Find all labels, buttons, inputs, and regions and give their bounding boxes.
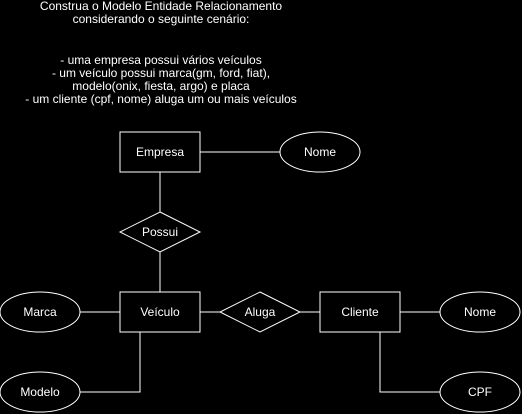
entity-empresa-label: Empresa bbox=[136, 145, 184, 159]
relationship-aluga-label: Aluga bbox=[245, 305, 276, 319]
scenario-text: Construa o Modelo Entidade Relacionament… bbox=[0, 0, 322, 106]
attribute-cliente-nome[interactable]: Nome bbox=[439, 291, 521, 333]
entity-veiculo[interactable]: Veículo bbox=[119, 291, 201, 333]
entity-veiculo-label: Veículo bbox=[140, 305, 180, 319]
scenario-bullet: modelo(onix, fiesta, argo) e placa bbox=[72, 79, 250, 93]
attribute-cpf[interactable]: CPF bbox=[439, 371, 521, 413]
edge-cliente-cpf bbox=[379, 332, 440, 393]
relationship-possui-label: Possui bbox=[142, 225, 178, 239]
attribute-cpf-label: CPF bbox=[468, 385, 492, 399]
entity-empresa[interactable]: Empresa bbox=[119, 131, 201, 173]
attribute-marca-label: Marca bbox=[23, 305, 57, 319]
attribute-marca[interactable]: Marca bbox=[0, 291, 81, 333]
attribute-modelo-label: Modelo bbox=[20, 385, 60, 399]
attribute-modelo[interactable]: Modelo bbox=[0, 371, 81, 413]
attribute-empresa-nome-label: Nome bbox=[304, 145, 336, 159]
attribute-cliente-nome-label: Nome bbox=[464, 305, 496, 319]
edge-veiculo-modelo bbox=[80, 332, 141, 393]
entity-cliente[interactable]: Cliente bbox=[319, 291, 401, 333]
scenario-bullet: - um veículo possui marca(gm, ford, fiat… bbox=[51, 66, 271, 80]
scenario-title-line-1: Construa o Modelo Entidade Relacionament… bbox=[39, 0, 283, 13]
attribute-empresa-nome[interactable]: Nome bbox=[279, 131, 361, 173]
scenario-bullet: - uma empresa possui vários veículos bbox=[60, 53, 262, 67]
entity-cliente-label: Cliente bbox=[341, 305, 379, 319]
relationship-possui[interactable]: Possui bbox=[118, 211, 202, 253]
scenario-bullet: - um cliente (cpf, nome) aluga um ou mai… bbox=[25, 92, 297, 106]
scenario-title-line-2: considerando o seguinte cenário: bbox=[72, 12, 250, 26]
relationship-aluga[interactable]: Aluga bbox=[218, 291, 302, 333]
